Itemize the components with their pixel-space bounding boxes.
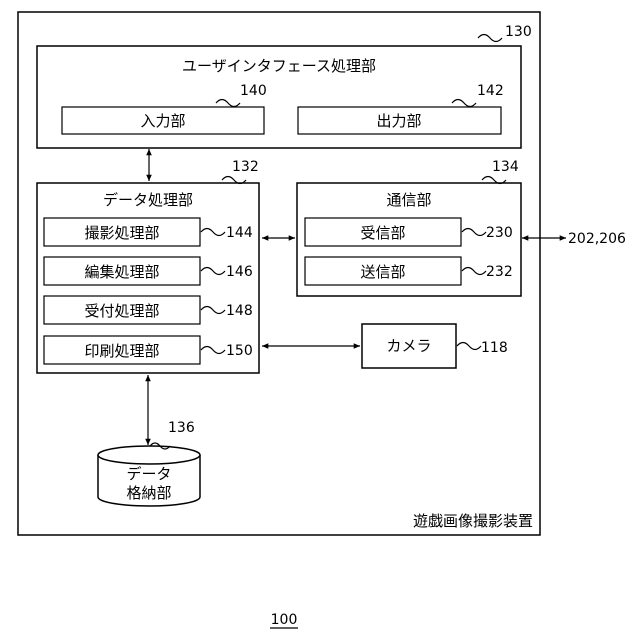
comm-unit-title: 通信部: [386, 191, 431, 209]
capture-unit-label: 撮影処理部: [84, 224, 159, 242]
camera-label: カメラ: [386, 337, 431, 355]
ref-232: 232: [486, 264, 513, 280]
ref-144: 144: [226, 225, 253, 241]
external-ref: 202,206: [568, 231, 626, 247]
input-unit-label: 入力部: [140, 112, 185, 130]
ref-146: 146: [226, 264, 253, 280]
ref-140: 140: [240, 83, 267, 99]
ui-unit-title: ユーザインタフェース処理部: [182, 57, 376, 75]
ref-150: 150: [226, 343, 253, 359]
figure-ref: 100: [271, 612, 298, 628]
ref-136: 136: [168, 420, 195, 436]
device-name: 遊戯画像撮影装置: [413, 512, 533, 530]
send-unit-label: 送信部: [360, 263, 405, 281]
print-unit-label: 印刷処理部: [84, 342, 159, 360]
receive-unit-label: 受信部: [360, 224, 405, 242]
ref-130: 130: [505, 24, 532, 40]
storage-label-line2: 格納部: [126, 484, 171, 502]
ref-148: 148: [226, 303, 253, 319]
ref-132: 132: [232, 159, 259, 175]
ref-142: 142: [477, 83, 504, 99]
ref-118: 118: [481, 340, 508, 356]
ref-230: 230: [486, 225, 513, 241]
output-unit-label: 出力部: [376, 112, 421, 130]
ref-134: 134: [492, 159, 519, 175]
data-unit-title: データ処理部: [103, 191, 193, 209]
storage-label-line1: データ: [126, 465, 171, 483]
reception-unit-label: 受付処理部: [84, 302, 159, 320]
edit-unit-label: 編集処理部: [84, 263, 159, 281]
